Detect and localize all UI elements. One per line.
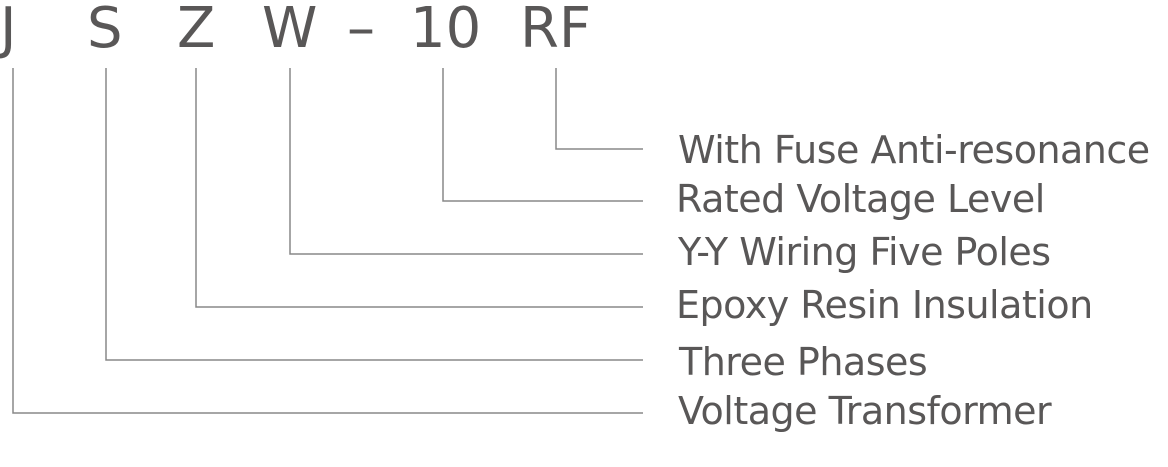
connector-10 [442, 68, 643, 202]
code-letter-w: W [262, 0, 317, 61]
code-letter-s: S [87, 0, 123, 61]
code-letter-z: Z [177, 0, 215, 61]
connector-rf [555, 68, 643, 150]
connector-s [105, 68, 643, 361]
code-letter-j: J [0, 0, 17, 61]
label-insulation: Epoxy Resin Insulation [676, 283, 1093, 327]
connector-z [195, 68, 643, 308]
connector-w [289, 68, 643, 255]
code-letters-rf: RF [520, 0, 591, 61]
code-dash: – [347, 0, 375, 61]
label-rated-voltage: Rated Voltage Level [676, 177, 1045, 221]
label-phases: Three Phases [678, 340, 927, 384]
label-with-fuse: With Fuse Anti-resonance [678, 128, 1150, 172]
label-type: Voltage Transformer [678, 389, 1052, 433]
label-wiring: Y-Y Wiring Five Poles [677, 230, 1051, 274]
connector-j [12, 68, 643, 414]
code-number-10: 10 [410, 0, 481, 61]
